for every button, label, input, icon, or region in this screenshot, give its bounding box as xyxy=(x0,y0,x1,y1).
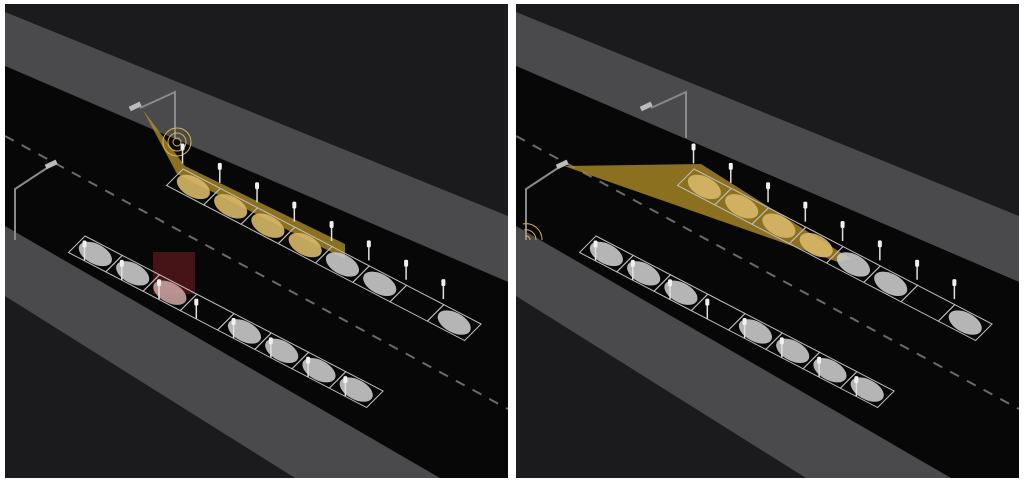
wireless-signal-icon xyxy=(172,137,182,147)
lower-car xyxy=(339,377,373,402)
upper-car xyxy=(288,232,322,258)
camera-detection-beam xyxy=(564,164,851,262)
lower-sensor-head xyxy=(817,356,822,364)
upper-sensor-head xyxy=(766,182,771,190)
lower-sensor-head xyxy=(231,317,236,325)
upper-car xyxy=(874,271,908,297)
wireless-signal-icon xyxy=(523,229,537,241)
lower-sensor-head xyxy=(343,376,348,384)
lower-sidewalk xyxy=(516,226,951,478)
lower-sidewalk xyxy=(5,226,440,478)
upper-sensor-head xyxy=(329,220,334,228)
lane-divider xyxy=(5,135,508,410)
lower-parking-slot xyxy=(839,371,895,409)
lower-sensor-head xyxy=(119,259,124,267)
lower-car xyxy=(302,357,336,383)
upper-car xyxy=(325,252,360,277)
upper-sensor-head xyxy=(915,259,920,267)
right-scene xyxy=(516,4,1019,478)
lane-divider xyxy=(516,135,1019,410)
upper-car xyxy=(948,310,982,335)
lower-car xyxy=(627,261,661,286)
lower-car xyxy=(116,261,150,286)
upper-sensor-head xyxy=(952,279,957,287)
upper-sensor-head xyxy=(366,240,371,248)
upper-car xyxy=(176,174,210,200)
lower-sensor-head xyxy=(779,337,784,345)
lower-car xyxy=(850,377,884,402)
upper-sensor-head xyxy=(441,279,446,287)
upper-car xyxy=(251,213,285,238)
upper-lamp-camera xyxy=(128,101,142,112)
upper-car xyxy=(725,194,759,219)
lower-car xyxy=(738,319,773,344)
upper-car xyxy=(214,194,248,219)
upper-sensor-head xyxy=(728,162,733,170)
lower-car xyxy=(227,319,262,344)
lower-sensor-head xyxy=(268,337,273,345)
left-lamp-camera xyxy=(44,159,58,170)
lower-sensor-head xyxy=(82,240,87,248)
wireless-signal-icon xyxy=(167,132,187,152)
upper-sidewalk xyxy=(516,12,1019,282)
lower-car xyxy=(776,338,810,364)
left-street-lamp-pole xyxy=(525,165,562,240)
upper-sensor-head xyxy=(840,220,845,228)
lower-car xyxy=(153,280,187,305)
lower-sensor-head xyxy=(157,279,162,287)
lower-car xyxy=(813,357,847,383)
upper-car xyxy=(762,213,796,238)
upper-sensor-head xyxy=(292,201,297,209)
upper-car xyxy=(687,174,721,200)
upper-parking-slot xyxy=(937,304,993,342)
lower-sensor-head xyxy=(630,259,635,267)
lower-car xyxy=(664,280,698,305)
left-lamp-camera xyxy=(555,159,569,170)
wireless-signal-icon xyxy=(162,127,192,157)
lower-sensor-head xyxy=(306,356,311,364)
left-panel-parking-illustration xyxy=(5,4,508,478)
lower-sensor-head xyxy=(742,317,747,325)
lower-car xyxy=(265,338,299,364)
upper-street-lamp-pole xyxy=(650,90,687,138)
upper-sensor-head xyxy=(180,143,185,151)
left-street-lamp-pole xyxy=(14,165,51,240)
upper-street-lamp-pole xyxy=(139,90,176,138)
wireless-signal-icon xyxy=(525,235,531,241)
lower-sensor-head xyxy=(854,376,859,384)
left-scene xyxy=(5,4,508,478)
upper-car xyxy=(799,232,833,258)
upper-sensor-head xyxy=(877,240,882,248)
upper-sidewalk xyxy=(5,12,508,282)
lower-car xyxy=(78,241,112,267)
right-panel-parking-illustration xyxy=(516,4,1019,478)
upper-car xyxy=(363,271,397,297)
lower-sensor-head xyxy=(668,279,673,287)
upper-lamp-camera xyxy=(639,101,653,112)
lower-parking-slot xyxy=(328,371,384,409)
lower-sensor-head xyxy=(593,240,598,248)
lower-sensor-head xyxy=(705,298,710,306)
lower-car xyxy=(589,241,623,267)
camera-detection-beam xyxy=(143,110,345,259)
upper-parking-slot xyxy=(426,304,482,342)
upper-sensor-head xyxy=(691,143,696,151)
upper-car xyxy=(437,310,471,335)
upper-car xyxy=(836,252,871,277)
upper-sensor-head xyxy=(217,162,222,170)
upper-sensor-head xyxy=(803,201,808,209)
wireless-signal-icon xyxy=(522,223,543,241)
lower-sensor-head xyxy=(194,298,199,306)
upper-sensor-head xyxy=(404,259,409,267)
upper-sensor-head xyxy=(255,182,260,190)
